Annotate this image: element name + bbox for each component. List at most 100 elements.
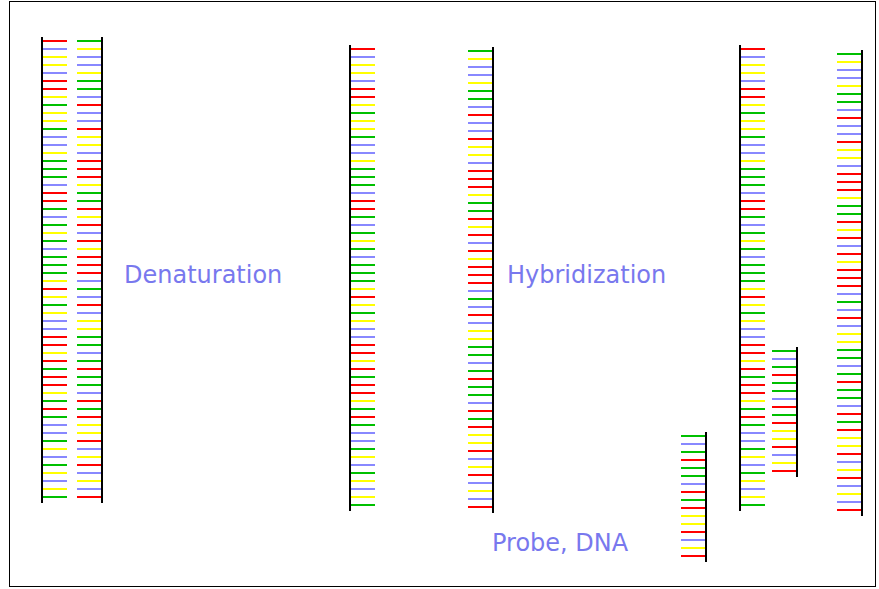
- base-rung: [42, 216, 67, 218]
- base-rung: [837, 293, 862, 295]
- base-rung: [740, 352, 765, 354]
- base-rung: [468, 482, 493, 484]
- base-rung: [42, 80, 67, 82]
- base-rung: [740, 368, 765, 370]
- base-rung: [42, 392, 67, 394]
- base-rung: [837, 173, 862, 175]
- base-rung: [740, 80, 765, 82]
- base-rung: [77, 416, 102, 418]
- base-rung: [350, 48, 375, 50]
- base-rung: [740, 360, 765, 362]
- base-rung: [468, 346, 493, 348]
- backbone: [739, 45, 741, 511]
- base-rung: [77, 56, 102, 58]
- base-rung: [77, 128, 102, 130]
- base-rung: [350, 56, 375, 58]
- base-rung: [837, 109, 862, 111]
- base-rung: [468, 258, 493, 260]
- base-rung: [468, 490, 493, 492]
- base-rung: [837, 165, 862, 167]
- base-rung: [350, 384, 375, 386]
- base-rung: [837, 277, 862, 279]
- base-rung: [740, 232, 765, 234]
- base-rung: [77, 384, 102, 386]
- backbone: [861, 50, 863, 516]
- base-rung: [837, 373, 862, 375]
- base-rung: [77, 464, 102, 466]
- base-rung: [77, 48, 102, 50]
- base-rung: [468, 202, 493, 204]
- base-rung: [42, 168, 67, 170]
- base-rung: [350, 416, 375, 418]
- base-rung: [42, 72, 67, 74]
- base-rung: [350, 64, 375, 66]
- base-rung: [468, 194, 493, 196]
- base-rung: [837, 445, 862, 447]
- base-rung: [468, 362, 493, 364]
- base-rung: [681, 435, 706, 437]
- base-rung: [468, 226, 493, 228]
- backbone: [705, 432, 707, 562]
- base-rung: [740, 224, 765, 226]
- base-rung: [77, 120, 102, 122]
- base-rung: [42, 176, 67, 178]
- base-rung: [468, 338, 493, 340]
- base-rung: [42, 448, 67, 450]
- base-rung: [837, 453, 862, 455]
- base-rung: [468, 434, 493, 436]
- base-rung: [681, 459, 706, 461]
- base-rung: [837, 485, 862, 487]
- base-rung: [42, 480, 67, 482]
- base-rung: [837, 213, 862, 215]
- base-rung: [772, 366, 797, 368]
- backbone: [41, 37, 43, 503]
- base-rung: [468, 122, 493, 124]
- base-rung: [77, 232, 102, 234]
- base-rung: [837, 365, 862, 367]
- base-rung: [837, 237, 862, 239]
- base-rung: [468, 466, 493, 468]
- dna-strand: [681, 432, 706, 562]
- base-rung: [350, 408, 375, 410]
- base-rung: [837, 125, 862, 127]
- base-rung: [837, 85, 862, 87]
- base-rung: [42, 280, 67, 282]
- base-rung: [837, 413, 862, 415]
- base-rung: [77, 168, 102, 170]
- base-rung: [468, 386, 493, 388]
- base-rung: [837, 157, 862, 159]
- base-rung: [681, 555, 706, 557]
- base-rung: [42, 112, 67, 114]
- base-rung: [350, 400, 375, 402]
- base-rung: [77, 192, 102, 194]
- base-rung: [468, 498, 493, 500]
- base-rung: [740, 432, 765, 434]
- base-rung: [468, 242, 493, 244]
- base-rung: [42, 120, 67, 122]
- base-rung: [740, 112, 765, 114]
- base-rung: [837, 101, 862, 103]
- base-rung: [350, 464, 375, 466]
- base-rung: [681, 483, 706, 485]
- base-rung: [77, 224, 102, 226]
- base-rung: [772, 414, 797, 416]
- base-rung: [837, 117, 862, 119]
- base-rung: [468, 66, 493, 68]
- base-rung: [740, 336, 765, 338]
- base-rung: [468, 426, 493, 428]
- base-rung: [77, 264, 102, 266]
- base-rung: [350, 80, 375, 82]
- base-rung: [468, 314, 493, 316]
- base-rung: [837, 61, 862, 63]
- base-rung: [837, 53, 862, 55]
- base-rung: [42, 328, 67, 330]
- base-rung: [837, 301, 862, 303]
- base-rung: [350, 112, 375, 114]
- base-rung: [740, 320, 765, 322]
- base-rung: [837, 77, 862, 79]
- base-rung: [42, 312, 67, 314]
- base-rung: [77, 208, 102, 210]
- base-rung: [740, 96, 765, 98]
- base-rung: [837, 461, 862, 463]
